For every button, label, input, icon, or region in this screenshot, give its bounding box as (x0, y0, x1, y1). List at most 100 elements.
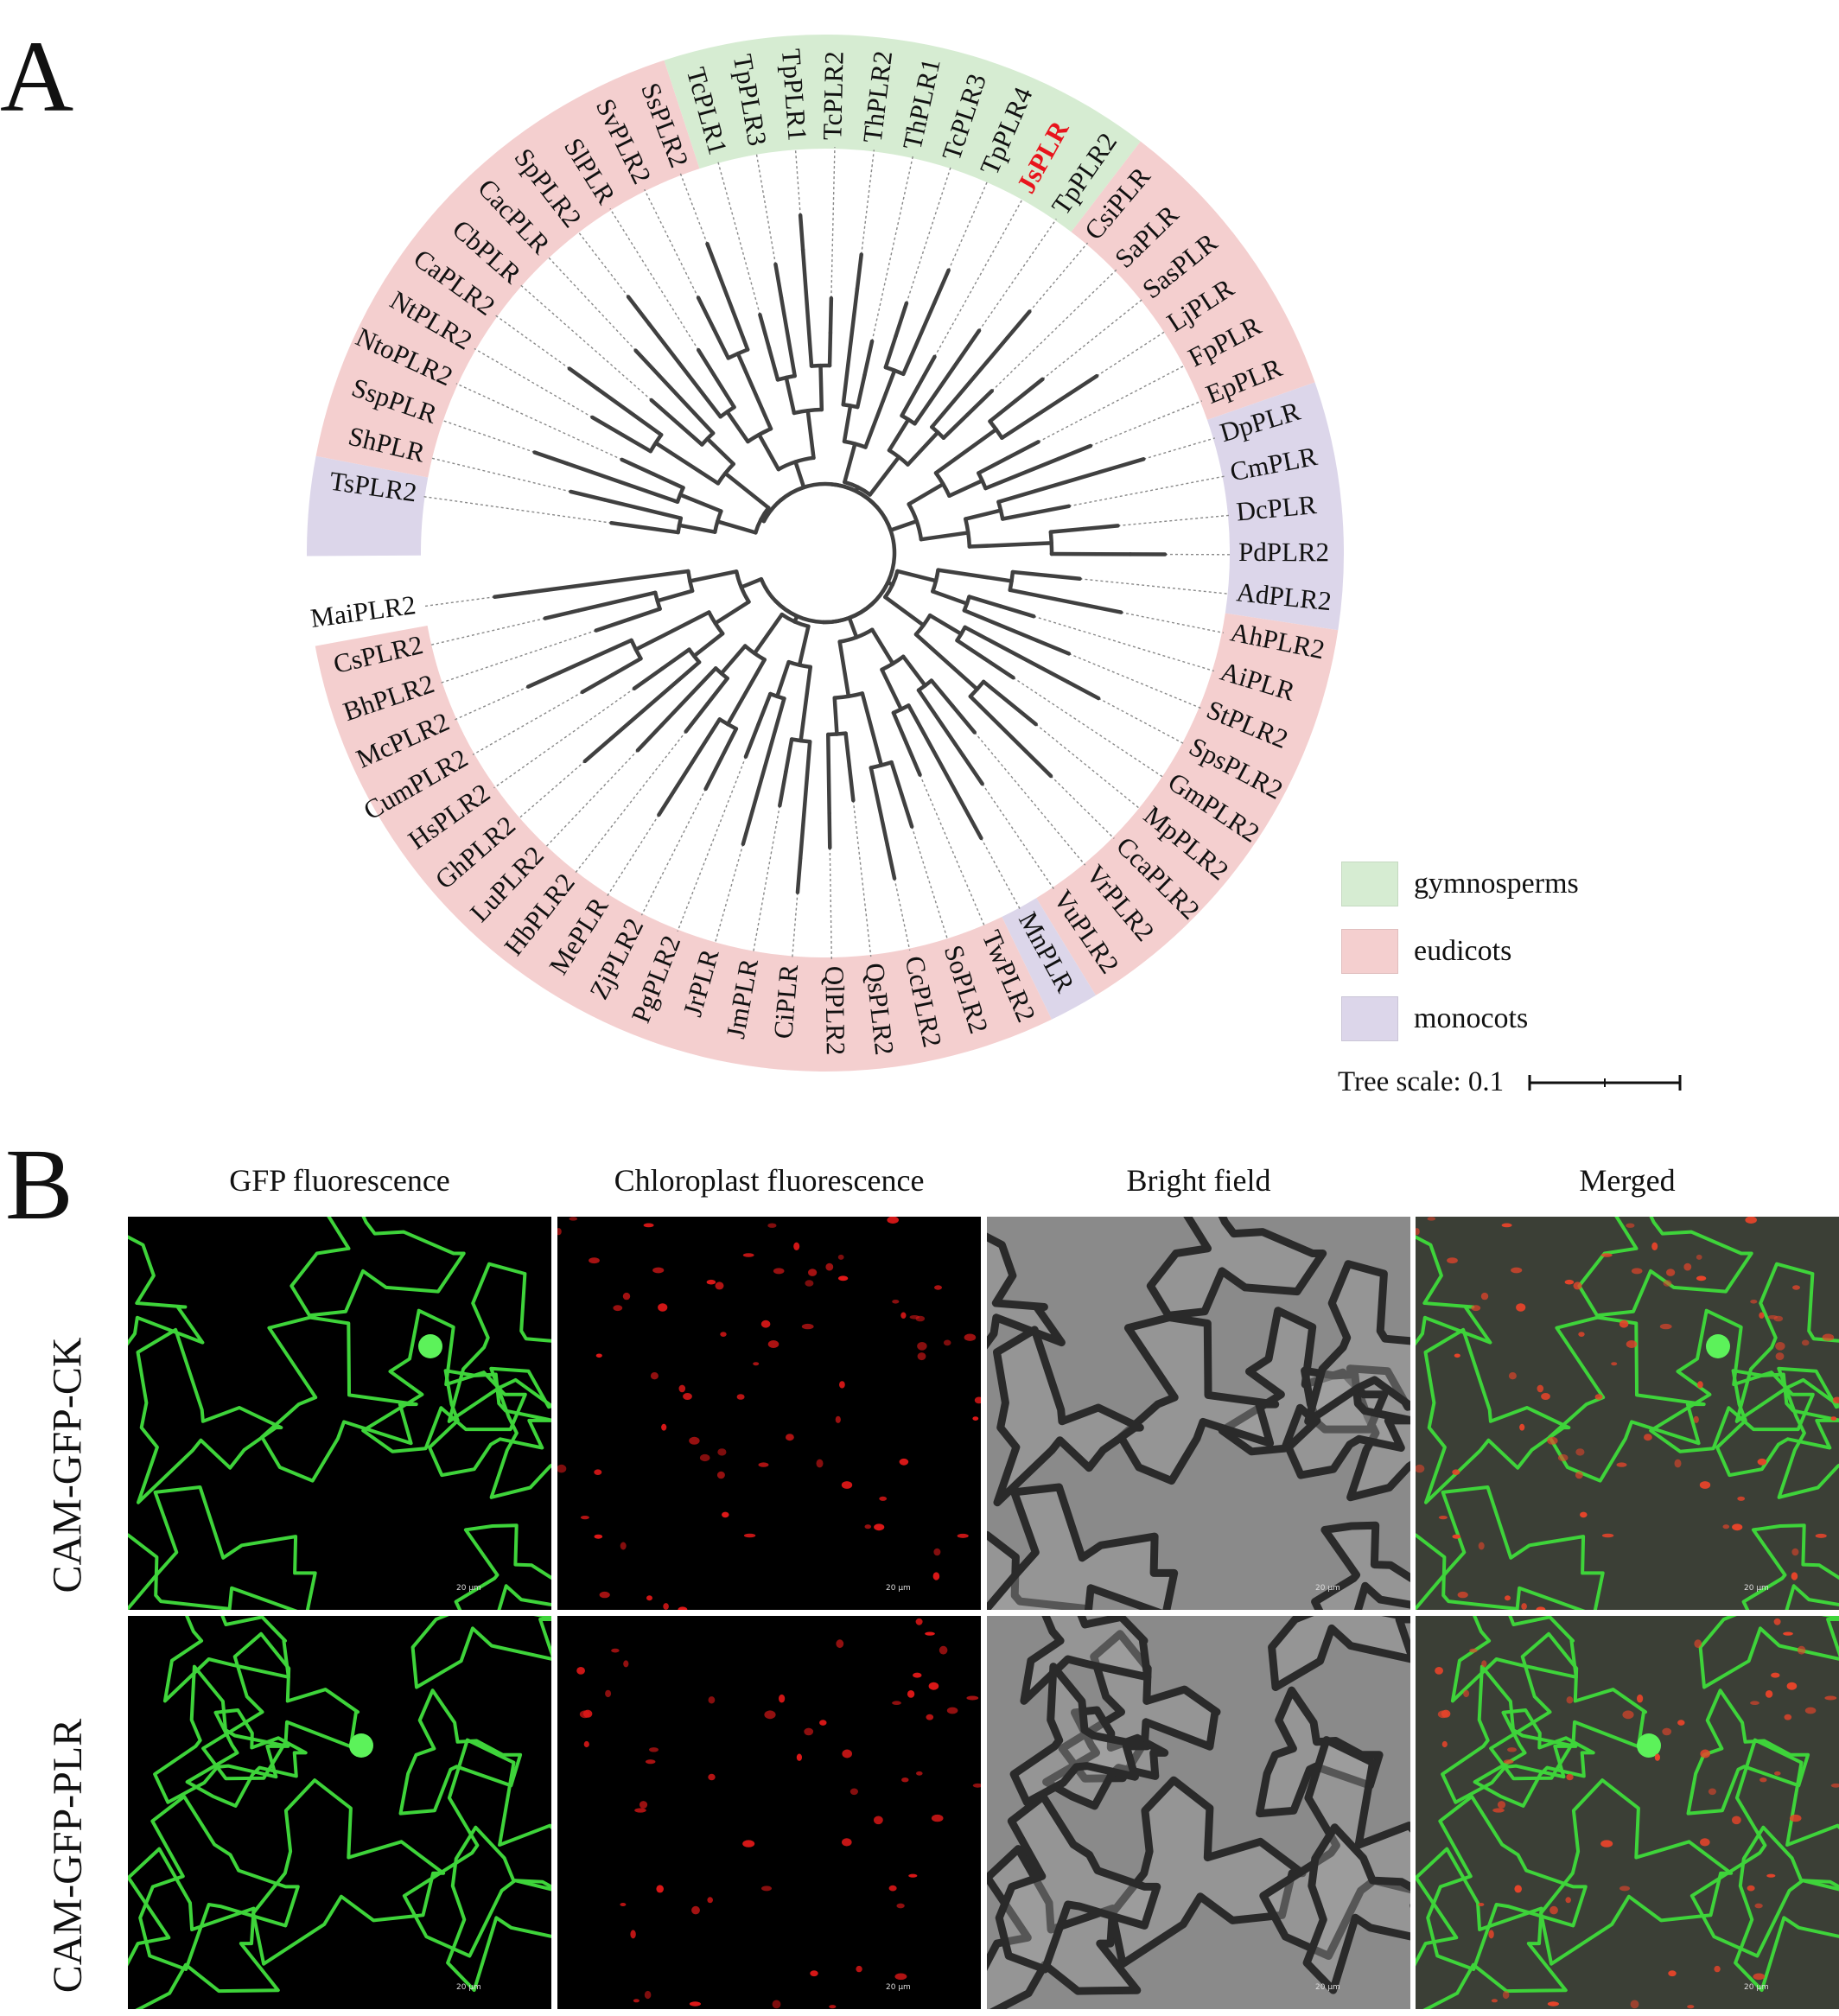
tree-scale: Tree scale: 0.1 (1338, 1066, 1682, 1098)
branch (1034, 638, 1072, 656)
branch (933, 427, 998, 475)
micrograph-ck-chloroplast: 20 μm (557, 1217, 981, 1610)
row-label-plr: CAM-GFP-PLR (45, 1718, 92, 1994)
micrograph-plr-gfp: 20 μm (128, 1616, 551, 2009)
branch (620, 457, 656, 476)
branch (703, 755, 723, 792)
leader-line (974, 732, 1086, 866)
leader-line (861, 149, 875, 255)
branch (1066, 373, 1099, 397)
panel-b-letter: B (5, 1128, 73, 1241)
tip-label: TcPLR2 (817, 51, 849, 141)
branch (715, 519, 758, 535)
branch (632, 666, 665, 690)
branch (715, 377, 736, 410)
branch (887, 417, 911, 453)
legend-label: monocots (1414, 1002, 1529, 1034)
branch (841, 286, 860, 407)
branch (1013, 377, 1045, 404)
branch (767, 346, 780, 382)
branch (719, 644, 748, 676)
branch (798, 740, 812, 861)
branch (691, 631, 725, 658)
branch (936, 568, 1014, 583)
branch (1048, 526, 1085, 534)
legend-label: eudicots (1414, 935, 1512, 967)
branch (962, 805, 983, 841)
branch (907, 703, 967, 811)
leader-line (1035, 723, 1142, 811)
branch (608, 660, 702, 741)
leader-line (1079, 578, 1230, 595)
leader-line (430, 457, 571, 493)
leader-line (640, 788, 707, 916)
leader-line (948, 180, 989, 271)
branch (610, 656, 643, 677)
tip-label: CiPLR (767, 963, 804, 1040)
leader-line (1068, 475, 1225, 507)
branch (526, 569, 690, 595)
branch (855, 252, 863, 291)
column-title-bright-field: Bright field (1126, 1163, 1271, 1198)
branch (950, 703, 977, 735)
branch (739, 576, 764, 589)
branch (643, 525, 680, 535)
leader-line (474, 347, 593, 418)
branch (964, 389, 995, 417)
leader-line (894, 878, 911, 951)
branch (705, 241, 722, 278)
branch (649, 397, 680, 425)
branch (743, 722, 760, 759)
branch (775, 659, 791, 699)
branch (818, 363, 824, 412)
leader-line (1096, 330, 1167, 377)
branch (847, 764, 856, 803)
micrograph-scalebar: 20 μm (1744, 1584, 1769, 1593)
branch (655, 588, 695, 603)
leader-line (1117, 514, 1231, 527)
branch (947, 478, 984, 499)
tip-label: PdPLR2 (1238, 537, 1329, 567)
branch (931, 589, 970, 606)
leader-line (852, 800, 872, 957)
branch (932, 268, 951, 304)
branch (826, 732, 831, 816)
branch (805, 408, 816, 461)
branch (778, 769, 788, 808)
legend-item-gymnosperms: gymnosperms (1341, 860, 1579, 908)
branch (860, 691, 884, 767)
tree-scale-bar (1528, 1074, 1682, 1091)
leader-line (829, 847, 832, 959)
branch (843, 731, 852, 768)
branch (793, 460, 806, 490)
micrograph-plr-bright-field: 20 μm (987, 1616, 1410, 2009)
branch (696, 296, 716, 331)
leader-line (544, 749, 639, 849)
branch (657, 783, 680, 817)
branch (677, 523, 717, 534)
leader-line (1121, 611, 1224, 634)
branch (653, 441, 721, 486)
leader-line (752, 805, 780, 953)
branch (595, 386, 664, 437)
leader-line (794, 148, 801, 216)
phylogenetic-tree: TsPLR2ShPLRSspPLRNtoPLR2NtPLR2CaPLR2CbPL… (307, 35, 1344, 1072)
branch (907, 481, 945, 506)
micrograph-scalebar: 20 μm (1315, 1983, 1340, 1992)
leader-line (1013, 677, 1165, 779)
branch (968, 694, 1028, 754)
branch (982, 656, 1015, 680)
leader-line (933, 198, 1024, 358)
clade-eudicots-1 (315, 60, 700, 478)
leader-line (919, 774, 986, 927)
leader-line (717, 161, 761, 315)
leader-line (830, 147, 836, 299)
branch (580, 672, 614, 695)
branch (1000, 392, 1070, 440)
tip-label: MaiPLR2 (309, 589, 417, 633)
leader-line (679, 173, 709, 245)
branch (725, 658, 767, 727)
leader-line (1041, 298, 1143, 380)
legend: gymnosperms eudicots monocots (1341, 860, 1579, 1062)
leader-line (423, 495, 612, 524)
